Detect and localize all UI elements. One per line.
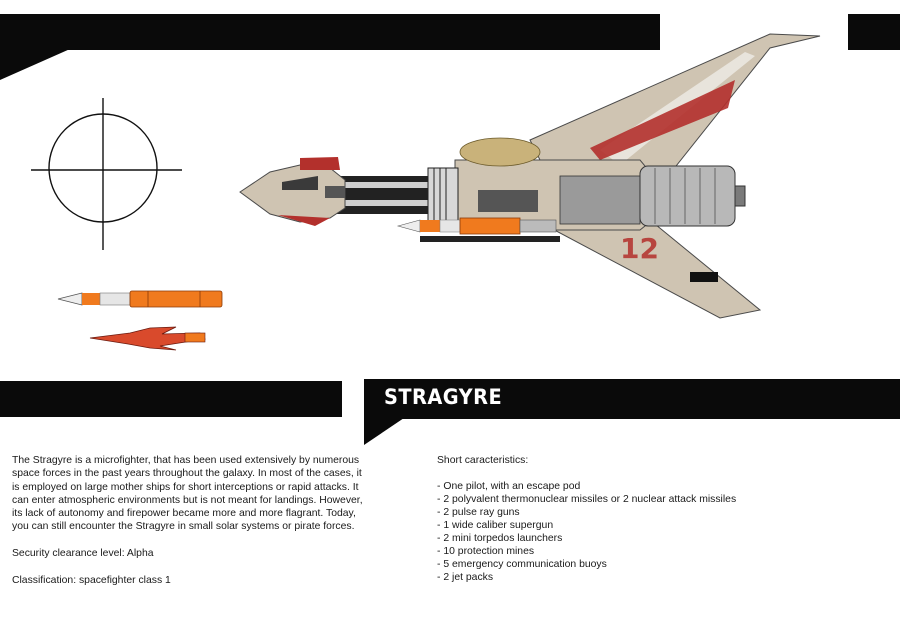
left-section-band (0, 381, 342, 417)
characteristics-block: Short caracteristics: One pilot, with an… (437, 454, 857, 584)
crosshair-icon (31, 98, 182, 250)
list-item: 5 emergency communication buoys (437, 558, 857, 571)
list-item: 1 wide caliber supergun (437, 519, 857, 532)
characteristics-heading: Short caracteristics: (437, 455, 529, 466)
list-item: 2 mini torpedos launchers (437, 532, 857, 545)
description-paragraph: The Stragyre is a microfighter, that has… (12, 455, 363, 533)
list-item: 10 protection mines (437, 545, 857, 558)
list-item: 2 jet packs (437, 571, 857, 584)
top-band (0, 14, 660, 50)
classification: Classification: spacefighter class 1 (12, 574, 171, 586)
title-band-tail (364, 418, 404, 445)
hull-number: 12 (620, 232, 659, 265)
top-right-band (848, 14, 900, 50)
security-clearance: Security clearance level: Alpha (12, 548, 154, 560)
list-item: 2 polyvalent thermonuclear missiles or 2… (437, 493, 857, 506)
missile-drawing (57, 290, 223, 308)
ship-title: STRAGYRE (384, 385, 503, 409)
description-block: The Stragyre is a microfighter, that has… (12, 454, 372, 587)
list-item: 2 pulse ray guns (437, 506, 857, 519)
ship-illustration: 12 (31, 33, 821, 351)
spaceship-drawing: 12 (239, 33, 821, 319)
list-item: One pilot, with an escape pod (437, 480, 857, 493)
title-band (364, 379, 900, 419)
torpedo-drawing (89, 326, 206, 351)
characteristics-list: One pilot, with an escape pod 2 polyvale… (437, 480, 857, 584)
